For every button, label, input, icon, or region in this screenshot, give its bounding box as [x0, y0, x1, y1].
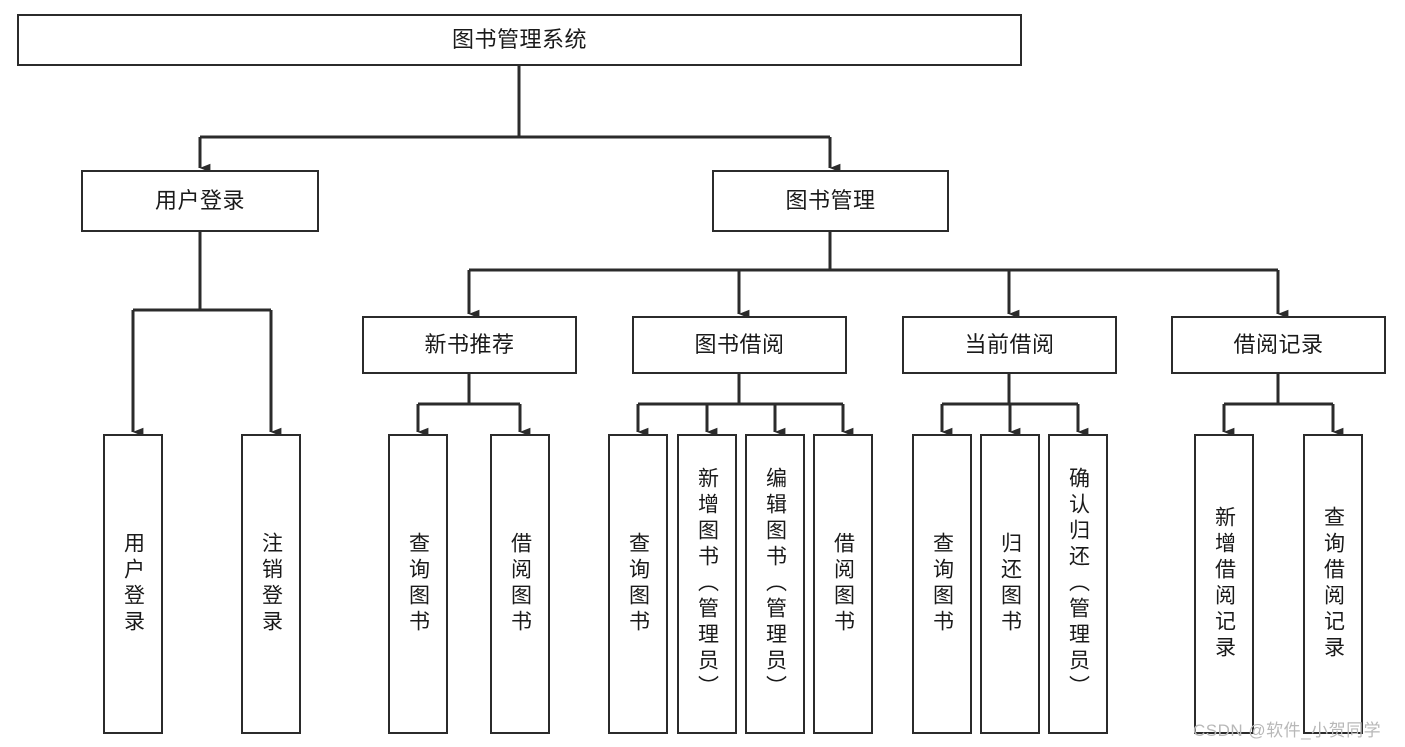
node-leaf-query-book-2-label: 查询图书: [626, 532, 650, 636]
node-user-login-label: 用户登录: [154, 187, 245, 213]
node-current-borrow[interactable]: 当前借阅: [902, 316, 1117, 374]
node-borrow-record[interactable]: 借阅记录: [1171, 316, 1386, 374]
node-leaf-borrow-book-2[interactable]: 借阅图书: [813, 434, 873, 734]
node-leaf-query-book-3[interactable]: 查询图书: [912, 434, 972, 734]
node-leaf-query-book-1[interactable]: 查询图书: [388, 434, 448, 734]
node-leaf-edit-book[interactable]: 编辑图书（管理员）: [745, 434, 805, 734]
node-leaf-user-login-label: 用户登录: [121, 532, 145, 636]
node-leaf-borrow-book-1-label: 借阅图书: [508, 532, 532, 636]
node-user-login[interactable]: 用户登录: [81, 170, 319, 232]
node-new-book-recommend-label: 新书推荐: [424, 331, 515, 357]
node-leaf-edit-book-label: 编辑图书（管理员）: [763, 467, 787, 701]
node-current-borrow-label: 当前借阅: [964, 331, 1055, 357]
node-book-manage[interactable]: 图书管理: [712, 170, 949, 232]
node-leaf-borrow-book-2-label: 借阅图书: [831, 532, 855, 636]
node-leaf-query-book-1-label: 查询图书: [406, 532, 430, 636]
node-leaf-return-book-label: 归还图书: [998, 532, 1022, 636]
node-leaf-add-book[interactable]: 新增图书（管理员）: [677, 434, 737, 734]
node-root[interactable]: 图书管理系统: [17, 14, 1022, 66]
node-book-borrow[interactable]: 图书借阅: [632, 316, 847, 374]
node-leaf-query-book-2[interactable]: 查询图书: [608, 434, 668, 734]
node-leaf-borrow-book-1[interactable]: 借阅图书: [490, 434, 550, 734]
node-leaf-query-record-label: 查询借阅记录: [1321, 506, 1345, 662]
node-root-label: 图书管理系统: [451, 26, 587, 52]
node-borrow-record-label: 借阅记录: [1233, 331, 1324, 357]
node-book-manage-label: 图书管理: [785, 187, 876, 213]
node-book-borrow-label: 图书借阅: [694, 331, 785, 357]
node-leaf-user-login[interactable]: 用户登录: [103, 434, 163, 734]
node-leaf-add-record-label: 新增借阅记录: [1212, 506, 1236, 662]
node-leaf-return-book[interactable]: 归还图书: [980, 434, 1040, 734]
node-leaf-confirm-return-label: 确认归还（管理员）: [1066, 467, 1090, 701]
node-leaf-query-record[interactable]: 查询借阅记录: [1303, 434, 1363, 734]
node-leaf-add-book-label: 新增图书（管理员）: [695, 467, 719, 701]
node-leaf-query-book-3-label: 查询图书: [930, 532, 954, 636]
node-new-book-recommend[interactable]: 新书推荐: [362, 316, 577, 374]
node-leaf-user-logout[interactable]: 注销登录: [241, 434, 301, 734]
node-leaf-add-record[interactable]: 新增借阅记录: [1194, 434, 1254, 734]
node-leaf-confirm-return[interactable]: 确认归还（管理员）: [1048, 434, 1108, 734]
node-leaf-user-logout-label: 注销登录: [259, 532, 283, 636]
